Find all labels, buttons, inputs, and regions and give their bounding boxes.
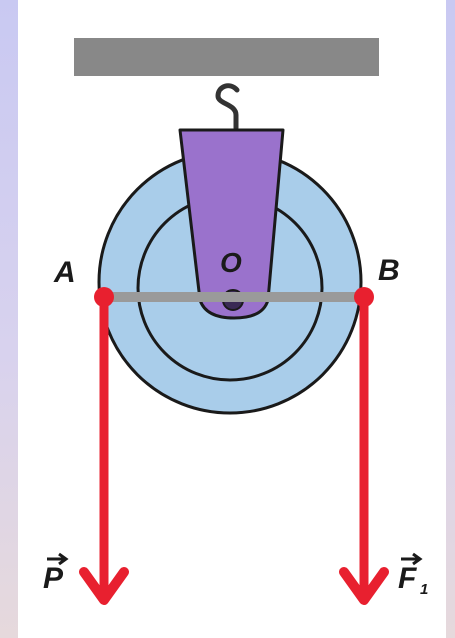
- label-point-a: A: [53, 256, 76, 289]
- point-b-dot: [354, 287, 374, 307]
- lever-bar-ab: [102, 292, 365, 302]
- hook-icon: [215, 83, 240, 131]
- label-force-f1: F 1: [398, 552, 428, 598]
- label-force-p: P: [43, 552, 69, 595]
- support-beam: [74, 38, 379, 76]
- label-center-o: O: [220, 247, 242, 278]
- force-f-text: F: [398, 562, 417, 595]
- point-a-dot: [94, 287, 114, 307]
- force-arrow-f1: [339, 297, 389, 605]
- force-arrow-p: [79, 297, 129, 605]
- force-p-text: P: [43, 562, 64, 595]
- force-f-subscript: 1: [420, 581, 428, 598]
- label-point-b: B: [378, 254, 400, 287]
- pulley-bracket: [178, 128, 285, 320]
